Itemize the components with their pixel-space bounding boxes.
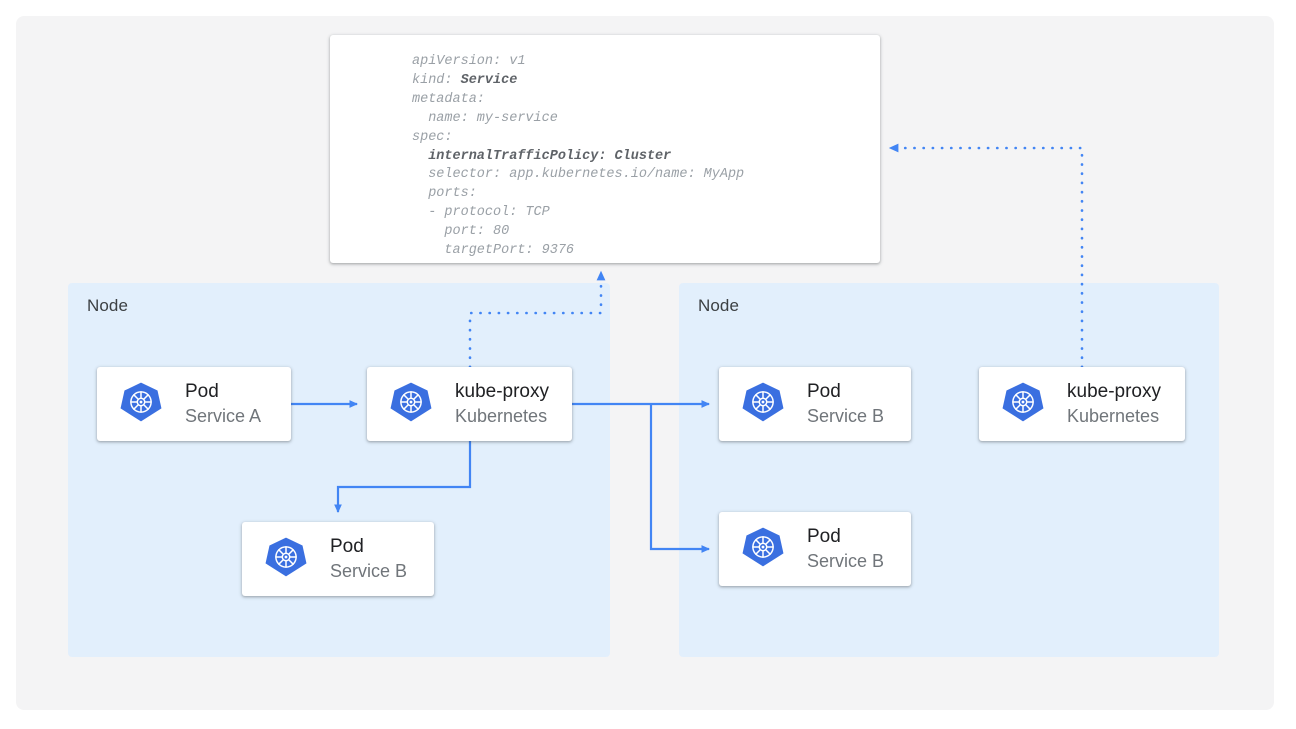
card-subtitle: Service A [185,405,262,426]
node-right-region [679,283,1219,657]
node-left-region [68,283,610,657]
node-left-label: Node [87,296,129,315]
card-title: Pod [185,381,219,403]
card-title: Pod [330,536,364,558]
kubernetes-icon [741,525,785,574]
card-pod-service-a[interactable]: Pod Service A [97,367,291,441]
service-manifest-panel: apiVersion: v1 kind: Service metadata: n… [330,35,880,263]
card-pod-service-b-top[interactable]: Pod Service B [719,367,911,441]
node-right-label: Node [698,296,740,315]
card-subtitle: Kubernetes [455,405,548,426]
kubernetes-icon [741,380,785,429]
service-manifest-code: apiVersion: v1 kind: Service metadata: n… [412,54,745,259]
card-subtitle: Service B [807,405,885,426]
kubernetes-icon [264,535,308,584]
card-pod-service-b-bottom[interactable]: Pod Service B [719,512,911,586]
card-title: kube-proxy [455,381,549,403]
kubernetes-icon [1001,380,1045,429]
card-subtitle: Service B [330,560,408,581]
card-subtitle: Kubernetes [1067,405,1160,426]
card-subtitle: Service B [807,550,885,571]
card-pod-service-b-left[interactable]: Pod Service B [242,522,434,596]
card-title: Pod [807,381,841,403]
kubernetes-icon [389,380,433,429]
card-title: kube-proxy [1067,381,1161,403]
card-title: Pod [807,526,841,548]
card-kube-proxy-left[interactable]: kube-proxy Kubernetes [367,367,572,441]
kubernetes-icon [119,380,163,429]
card-kube-proxy-right[interactable]: kube-proxy Kubernetes [979,367,1185,441]
